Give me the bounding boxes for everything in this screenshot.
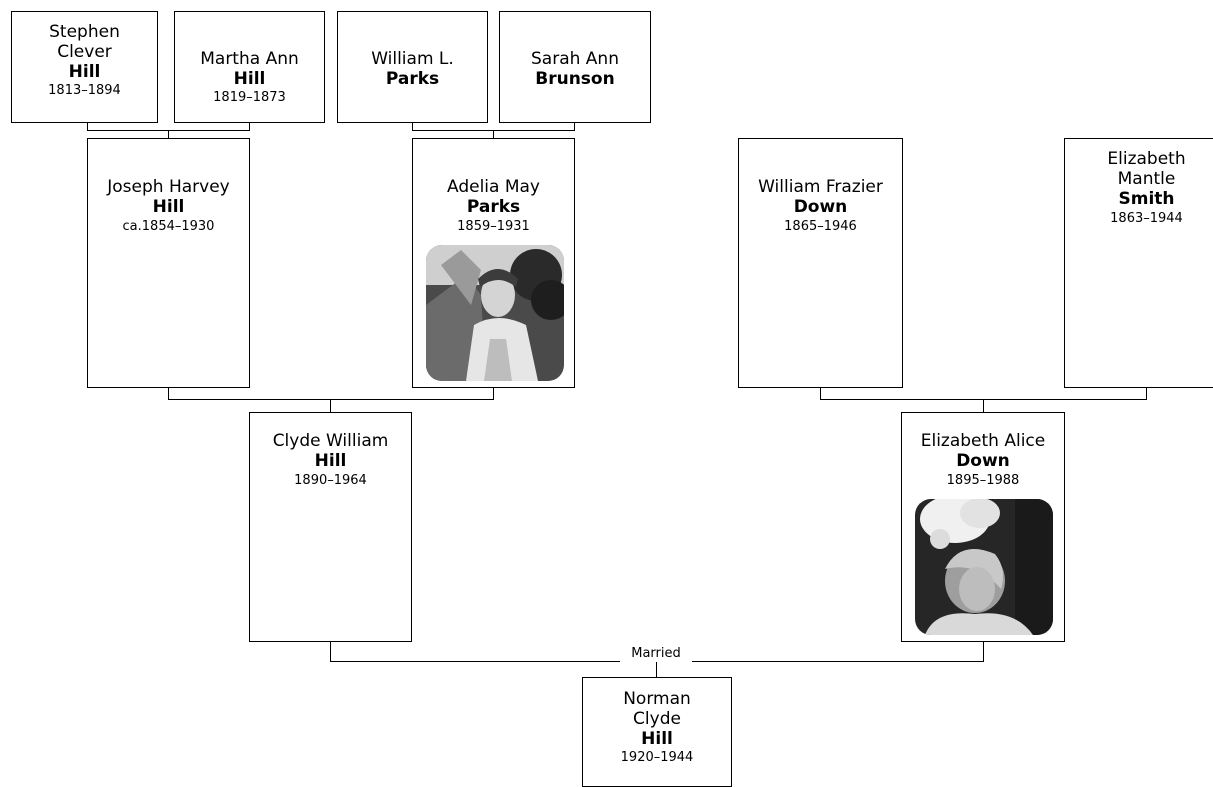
surname: Parks	[466, 197, 521, 217]
connector-line	[493, 130, 494, 138]
connector-line	[87, 122, 88, 131]
connector-line	[820, 387, 821, 400]
person-card-william-parks[interactable]: William L. Parks	[337, 11, 488, 123]
connector-line	[330, 399, 331, 412]
connector-line	[574, 122, 575, 131]
connector-line	[983, 641, 984, 662]
person-card-stephen-hill[interactable]: Stephen Clever Hill 1813–1894	[11, 11, 158, 123]
surname: Down	[956, 451, 1010, 471]
connector-line	[493, 387, 494, 400]
given-name: Norman Clyde	[623, 689, 691, 729]
surname: Brunson	[535, 69, 615, 89]
life-dates: 1863–1944	[1110, 211, 1183, 226]
life-dates: 1819–1873	[213, 90, 286, 105]
given-name: William Frazier	[758, 177, 883, 197]
connector-line	[656, 661, 657, 677]
surname: Hill	[233, 69, 266, 89]
life-dates: 1865–1946	[784, 219, 857, 234]
given-name: Elizabeth Mantle	[1107, 149, 1186, 189]
person-card-martha-hill[interactable]: Martha Ann Hill 1819–1873	[174, 11, 325, 123]
life-dates: 1859–1931	[457, 219, 530, 234]
life-dates: 1920–1944	[620, 750, 694, 765]
surname: Smith	[1118, 189, 1175, 209]
person-card-william-down[interactable]: William Frazier Down 1865–1946	[738, 138, 903, 388]
life-dates: 1813–1894	[48, 83, 121, 98]
surname: Hill	[68, 62, 101, 82]
life-dates: 1890–1964	[294, 473, 367, 488]
surname: Hill	[641, 729, 673, 749]
given-name: Martha Ann	[200, 49, 299, 69]
surname: Hill	[314, 451, 347, 471]
given-name: Joseph Harvey	[107, 177, 230, 197]
life-dates: 1895–1988	[946, 473, 1020, 488]
connector-line	[249, 122, 250, 131]
given-name: Elizabeth Alice	[920, 431, 1046, 451]
surname: Parks	[385, 69, 440, 89]
marriage-label: Married	[620, 646, 692, 662]
life-dates: ca.1854–1930	[122, 219, 215, 234]
surname: Hill	[152, 197, 185, 217]
connector-line	[168, 399, 494, 400]
given-name: Adelia May	[447, 177, 540, 197]
connector-line	[330, 641, 331, 662]
connector-line	[168, 387, 169, 400]
connector-line	[983, 399, 984, 412]
person-card-elizabeth-down[interactable]: Elizabeth Alice Down 1895–1988	[901, 412, 1065, 642]
portrait-photo[interactable]	[915, 499, 1053, 635]
person-card-joseph-hill[interactable]: Joseph Harvey Hill ca.1854–1930	[87, 138, 250, 388]
portrait-photo[interactable]	[426, 245, 564, 381]
given-name: Sarah Ann	[531, 49, 619, 69]
surname: Down	[793, 197, 848, 217]
person-card-elizabeth-smith[interactable]: Elizabeth Mantle Smith 1863–1944	[1064, 138, 1213, 388]
person-card-sarah-brunson[interactable]: Sarah Ann Brunson	[499, 11, 651, 123]
given-name: William L.	[371, 49, 454, 69]
person-card-adelia-parks[interactable]: Adelia May Parks 1859–1931	[412, 138, 575, 388]
person-card-clyde-hill[interactable]: Clyde William Hill 1890–1964	[249, 412, 412, 642]
person-card-norman-hill[interactable]: Norman Clyde Hill 1920–1944	[582, 677, 732, 787]
connector-line	[1146, 387, 1147, 400]
given-name: Clyde William	[272, 431, 389, 451]
given-name: Stephen Clever	[49, 22, 120, 62]
connector-line	[168, 130, 169, 138]
connector-line	[412, 122, 413, 131]
